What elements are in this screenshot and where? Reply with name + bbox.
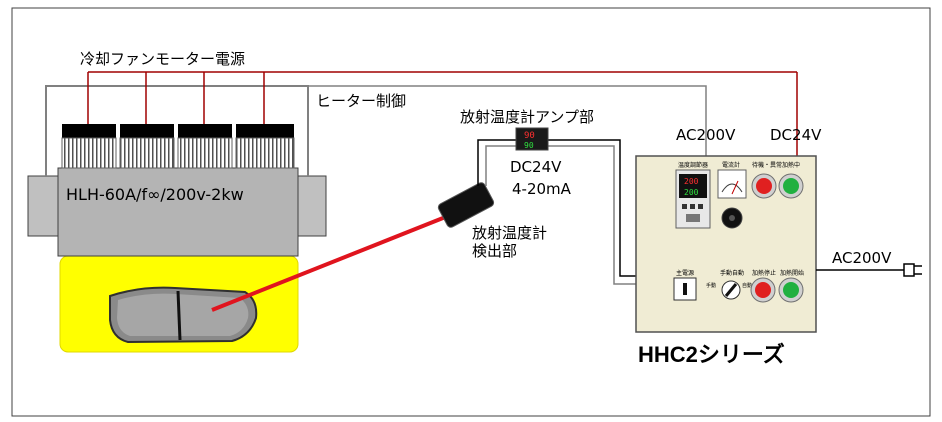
selector-label: 手動自動: [720, 269, 744, 277]
fan-fins: [61, 137, 117, 169]
amp-pv-display: 90: [524, 131, 535, 141]
heating-lamp-label: 加熱中: [782, 161, 800, 169]
brake-pad-area: [59, 255, 299, 353]
fan-fins: [235, 137, 295, 169]
sensor-head: [437, 182, 495, 228]
heating-lamp: [783, 178, 799, 194]
cooling-fans: [61, 124, 295, 169]
ammeter-label: 電流計: [722, 161, 740, 169]
brake-pad-slot: [176, 290, 182, 341]
main-power-toggle[interactable]: [683, 283, 687, 295]
main-ac-label: AC200V: [832, 249, 892, 267]
amp-to-panel-line: [548, 139, 636, 277]
power-plug: [903, 263, 922, 277]
controller-key[interactable]: [686, 214, 700, 222]
heater-control-label: ヒーター制御: [316, 92, 406, 110]
amp-display-box: [515, 127, 549, 151]
main-power-label: 主電源: [676, 269, 694, 277]
controller-sv: 200: [684, 188, 699, 197]
mode-selector-handle: [724, 283, 738, 297]
selector-auto-text: 自動: [742, 282, 752, 289]
series-name: HHC2シリーズ: [638, 342, 785, 367]
brake-pad-surface: [117, 293, 249, 336]
signal-lines: [477, 139, 636, 285]
heater-control-line: [45, 85, 309, 176]
controller-label: 温度調節器: [678, 161, 708, 169]
controller-pv: 200: [684, 177, 699, 186]
adjust-knob-center: [729, 215, 735, 221]
sensor-to-amp-line-2: [485, 145, 516, 186]
radiation-thermometer-sensor: [437, 182, 495, 228]
controller-key[interactable]: [698, 204, 703, 209]
panel-dc-label: DC24V: [770, 126, 822, 144]
stop-button[interactable]: [755, 282, 771, 298]
controller-display: [679, 174, 707, 198]
cooling-fan: [119, 124, 175, 169]
fan-housing: [178, 124, 232, 138]
amp-to-panel-line-2: [548, 145, 636, 285]
laser-beam: [211, 214, 449, 312]
sensor-to-amp-line: [477, 139, 516, 186]
control-panel: 温度調節器 200 200 電流計 待機・異常 加熱中 主電源 手動自動 手動 …: [635, 155, 817, 333]
cooling-fan: [177, 124, 233, 169]
amp-signal-label: 4-20mA: [512, 180, 572, 198]
cooling-fan: [235, 124, 295, 169]
heater-body: [57, 167, 299, 257]
sensor-label-line1: 放射温度計: [472, 224, 547, 242]
heater-model-label: HLH-60A/f∞/200v-2kw: [66, 185, 244, 204]
fan-housing: [62, 124, 116, 138]
ammeter-scale: [721, 183, 743, 193]
fan-housing: [120, 124, 174, 138]
fan-fins: [177, 137, 233, 169]
amp-unit: 90 90: [515, 127, 549, 151]
heater-control-to-panel: [308, 85, 707, 156]
ammeter-needle: [731, 180, 739, 195]
fan-housing: [236, 124, 294, 138]
fan-power-label: 冷却ファンモーター電源: [80, 50, 245, 68]
amp-dc-label: DC24V: [510, 158, 562, 176]
selector-manual-text: 手動: [706, 282, 716, 289]
fan-power-lines: [87, 71, 798, 156]
plug-body: [903, 263, 915, 277]
controller-key[interactable]: [682, 204, 687, 209]
controller-key[interactable]: [690, 204, 695, 209]
cooling-fan: [61, 124, 117, 169]
fan-fins: [119, 137, 175, 169]
amp-sv-display: 90: [524, 141, 534, 150]
panel-ac-label: AC200V: [676, 126, 736, 144]
amp-unit-label: 放射温度計アンプ部: [460, 108, 594, 126]
start-button-label: 加熱開始: [780, 269, 804, 277]
ready-lamp: [756, 178, 772, 194]
start-button[interactable]: [783, 282, 799, 298]
stop-button-label: 加熱停止: [752, 269, 776, 277]
sensor-label-line2: 検出部: [472, 242, 517, 260]
heater-unit: HLH-60A/f∞/200v-2kw: [27, 85, 327, 257]
ready-lamp-label: 待機・異常: [752, 161, 782, 169]
